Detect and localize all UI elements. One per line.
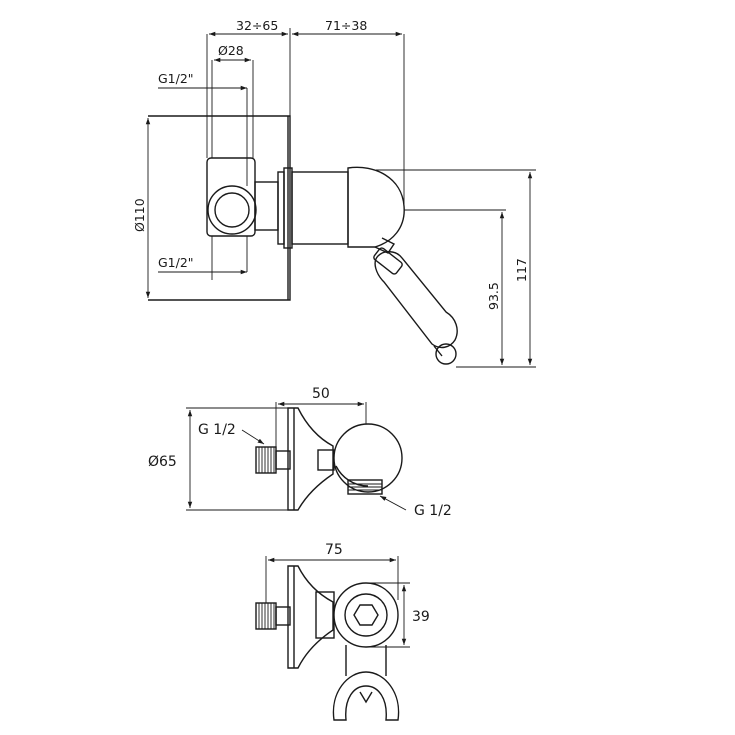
- top-view: 32÷65 71÷38 Ø28 G1/2" G1/2" Ø110 93.5 11…: [132, 18, 536, 368]
- dim-label-71-38: 71÷38: [325, 18, 367, 33]
- valve-body: [291, 171, 349, 245]
- hose-holder: [332, 671, 400, 721]
- elbow-outlet-outer: [207, 185, 257, 235]
- bottom-flange: [287, 565, 334, 669]
- valve-dome: [347, 166, 405, 248]
- dim-label-39: 39: [412, 609, 430, 625]
- lever-knob: [435, 343, 457, 365]
- neck: [254, 181, 279, 231]
- dim-label-110: Ø110: [132, 198, 147, 232]
- dim-label-32-65: 32÷65: [236, 18, 278, 33]
- hex-valve-head: [333, 582, 399, 648]
- lever-handle: [374, 251, 458, 349]
- dim-label-93-5: 93.5: [486, 282, 501, 310]
- bottom-view: 75 39: [255, 542, 430, 721]
- dim-label-117: 117: [514, 258, 529, 282]
- dim-label-65: Ø65: [148, 454, 177, 470]
- side-flange: [287, 407, 334, 511]
- hex-socket: [353, 604, 379, 626]
- wall-plate: [148, 115, 291, 301]
- dim-label-thread-lower: G1/2": [158, 255, 194, 270]
- dim-label-28: Ø28: [218, 43, 244, 58]
- dim-label-thread-left: G 1/2: [198, 422, 236, 438]
- elbow-outlet-inner: [214, 192, 250, 228]
- dim-label-thread-right: G 1/2: [414, 503, 452, 519]
- dim-label-50: 50: [312, 386, 330, 402]
- flange-ring-1: [277, 171, 285, 245]
- dim-label-thread-upper: G1/2": [158, 71, 194, 86]
- side-view: 50 G 1/2 G 1/2 Ø65: [148, 386, 452, 519]
- side-valve-ball: [333, 423, 403, 493]
- dim-label-75: 75: [325, 542, 343, 558]
- elbow-body: [206, 157, 256, 237]
